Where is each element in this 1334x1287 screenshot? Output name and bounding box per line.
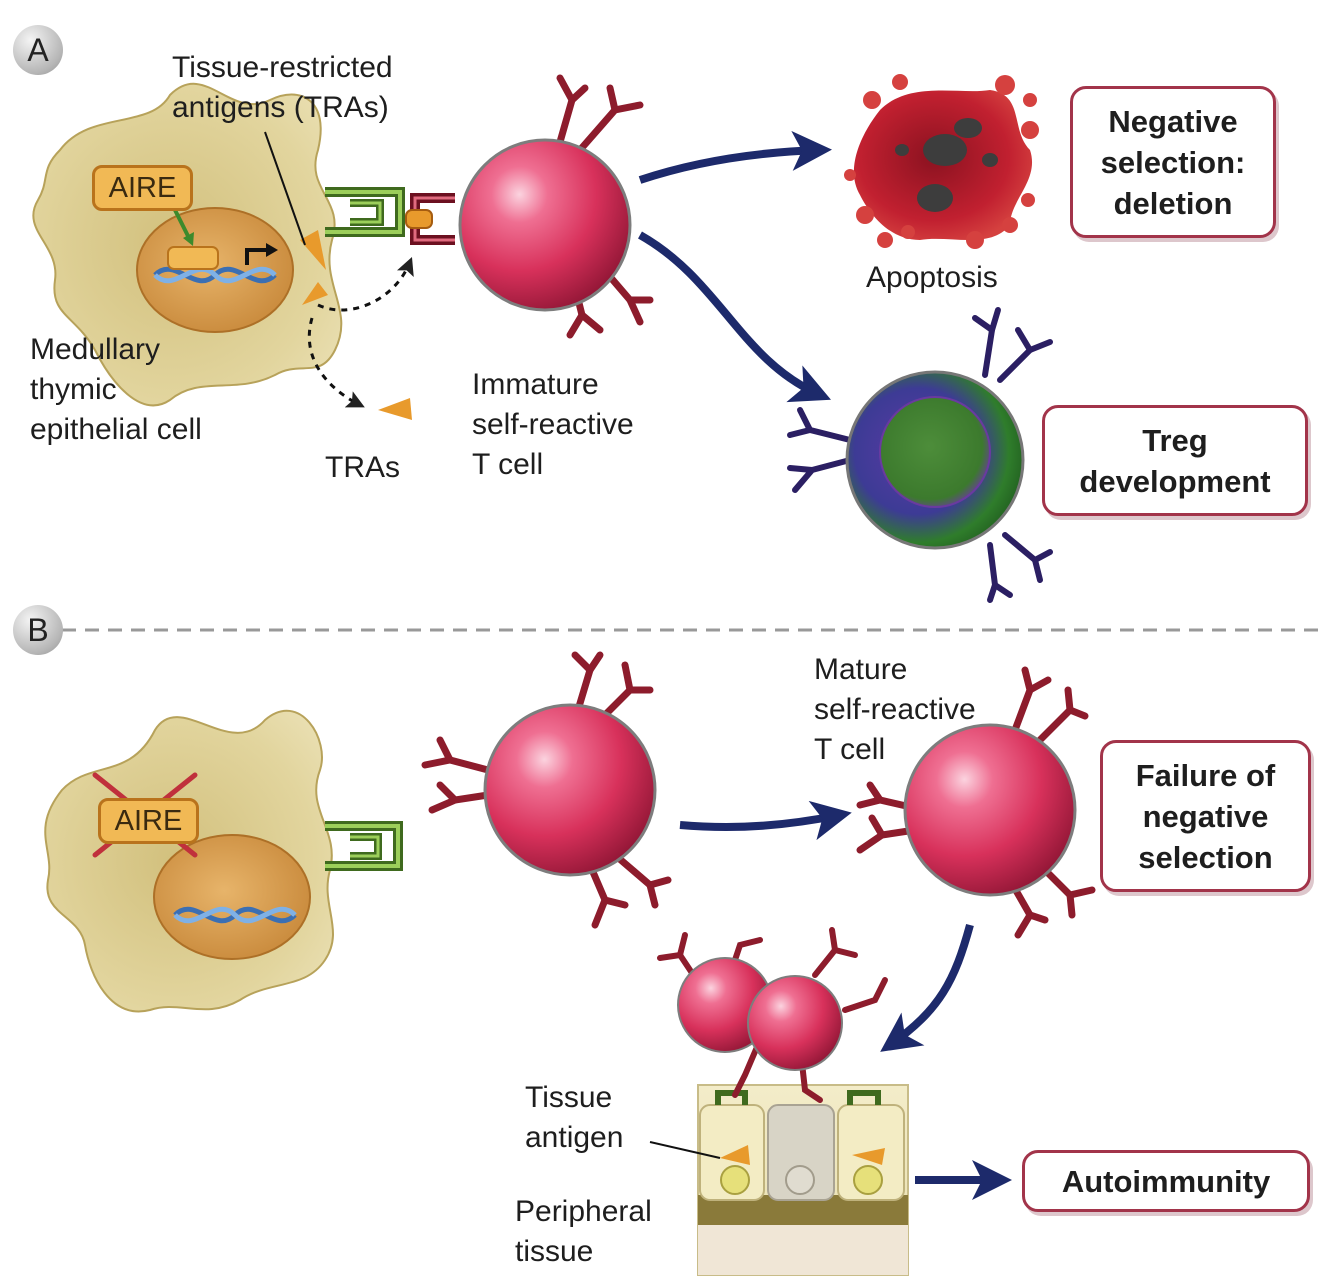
treg-nucleus bbox=[879, 396, 991, 508]
aire-green-arrow-icon bbox=[173, 209, 192, 241]
transcription-arrow-icon bbox=[245, 248, 268, 265]
tra-antigen bbox=[300, 230, 326, 270]
dashed-arrow-to-tras bbox=[307, 317, 365, 408]
arrow-to-tissue bbox=[880, 923, 974, 1052]
aire-label-a: AIRE bbox=[92, 165, 193, 211]
dna-helix-a bbox=[153, 266, 277, 284]
peripheral-tissue bbox=[697, 1084, 909, 1276]
tissue-antigen-right bbox=[852, 1148, 885, 1165]
immature-t-cell bbox=[458, 138, 632, 312]
tissue-antigen-left bbox=[720, 1145, 750, 1165]
tra-antigen bbox=[302, 282, 328, 305]
arrow-to-apoptosis bbox=[638, 130, 832, 184]
arrow-to-treg bbox=[638, 231, 831, 403]
arrow-to-mature bbox=[679, 800, 852, 841]
aire-protein-bound bbox=[167, 246, 219, 270]
mature-t-cell bbox=[903, 723, 1077, 897]
free-tras-label: TRAs bbox=[325, 451, 400, 484]
t-cell-b1 bbox=[483, 703, 657, 877]
receptor-branches-b1 bbox=[421, 651, 672, 929]
panel-a-badge: A bbox=[13, 25, 63, 75]
panel-b-badge: B bbox=[13, 605, 63, 655]
apoptosis-label: Apoptosis bbox=[866, 261, 998, 294]
nucleus-b bbox=[153, 834, 311, 960]
receptor-branches-treg bbox=[787, 307, 1053, 603]
mhc-molecule-a bbox=[325, 187, 405, 237]
mhc-molecule-b bbox=[325, 821, 403, 871]
nucleus-a bbox=[136, 207, 294, 333]
tra-callout-line bbox=[264, 131, 306, 246]
tissue-t-cell-2 bbox=[747, 975, 843, 1071]
apoptotic-cell bbox=[844, 74, 1039, 249]
dna-helix-b bbox=[173, 906, 297, 924]
receptor-branches-b2 bbox=[856, 666, 1096, 939]
dashed-arrow-to-mhc bbox=[317, 256, 414, 312]
tissue-antigen-callout bbox=[649, 1141, 721, 1159]
tcr-a bbox=[405, 193, 455, 245]
tra-antigen-free bbox=[378, 398, 412, 420]
outcome-autoimmunity: Autoimmunity bbox=[1022, 1150, 1310, 1212]
aire-label-b: AIRE bbox=[98, 798, 199, 844]
